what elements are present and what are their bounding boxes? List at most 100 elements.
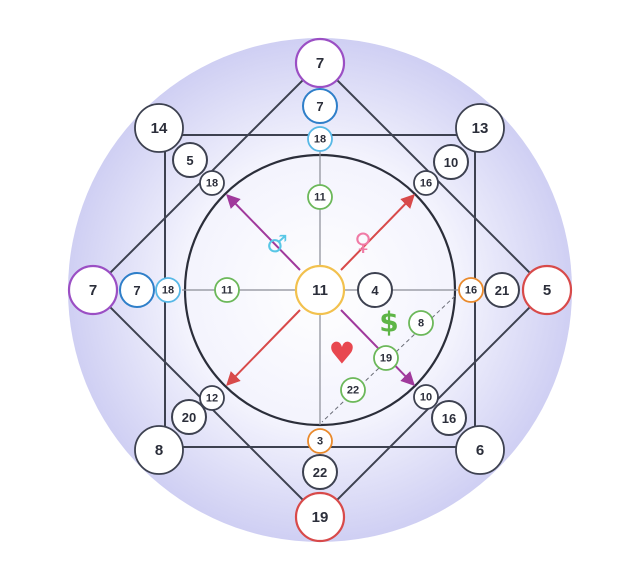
node-bottom: 19 [294,491,346,543]
dollar-symbol: $ [379,306,398,339]
node-ring [134,103,184,153]
node-value: 16 [465,285,477,297]
node-ring [67,264,119,316]
node-corner-tr: 13 [455,103,505,153]
node-value: 7 [316,99,323,114]
node-ring [340,377,366,403]
node-ring [307,428,333,454]
node-right-mid: 4 [357,272,393,308]
node-value: 20 [182,410,196,425]
node-top-small: 18 [307,126,333,152]
node-value: 7 [89,282,97,299]
node-value: 8 [418,318,424,330]
node-ring [172,142,208,178]
node-corner-br-small: 10 [413,384,439,410]
female-symbol: ♀ [354,228,372,256]
node-value: 11 [314,192,326,204]
node-value: 22 [347,385,359,397]
node-ring [294,37,346,89]
heart-symbol: ♥ [329,337,356,372]
node-ring [214,277,240,303]
node-ring [307,184,333,210]
node-bottom-inner: 22 [302,454,338,490]
node-left-small: 18 [155,277,181,303]
node-value: 14 [151,120,168,137]
node-corner-br-inner: 16 [431,400,467,436]
node-corner-tr-small: 16 [413,170,439,196]
node-ring [455,425,505,475]
node-ring [294,264,346,316]
node-ring [431,400,467,436]
node-left-inner: 7 [119,272,155,308]
node-corner-br: 6 [455,425,505,475]
node-ring [484,272,520,308]
node-value: 13 [472,120,489,137]
lower-left-arrow [226,309,301,387]
node-ring [357,272,393,308]
female-arrow [340,193,415,271]
node-value: 11 [221,285,233,297]
node-value: 4 [371,283,379,298]
node-corner-tr-inner: 10 [433,144,469,180]
node-value: 18 [206,178,218,190]
node-ring [521,264,573,316]
node-value: 3 [317,436,323,448]
node-right-inner: 21 [484,272,520,308]
node-corner-bl-small: 12 [199,385,225,411]
node-value: 7 [316,55,324,72]
node-ring [302,454,338,490]
node-corner-bl-inner: 20 [171,399,207,435]
node-top-mid: 11 [307,184,333,210]
node-ring [373,345,399,371]
male-symbol: ♂ [266,230,288,258]
node-ring [119,272,155,308]
node-value: 18 [314,134,326,146]
node-ring [408,310,434,336]
node-value: 7 [133,283,140,298]
node-ring [171,399,207,435]
node-value: 5 [186,153,193,168]
node-corner-tl-small: 18 [199,170,225,196]
node-ring [294,491,346,543]
node-money-a: 8 [408,310,434,336]
node-corner-tl: 14 [134,103,184,153]
node-ring [134,425,184,475]
node-corner-bl: 8 [134,425,184,475]
node-left-mid: 11 [214,277,240,303]
node-value: 10 [420,392,432,404]
node-ring [413,170,439,196]
node-value: 11 [312,282,328,299]
node-right-small: 16 [458,277,484,303]
node-value: 6 [476,442,484,459]
node-value: 19 [380,353,392,365]
node-ring [458,277,484,303]
node-value: 19 [312,509,329,526]
node-value: 5 [543,282,551,299]
node-center: 11 [294,264,346,316]
node-ring [433,144,469,180]
node-value: 16 [442,411,456,426]
node-ring [455,103,505,153]
node-bottom-small: 3 [307,428,333,454]
node-ring [307,126,333,152]
node-left: 7 [67,264,119,316]
node-right: 5 [521,264,573,316]
node-top: 7 [294,37,346,89]
lower-right-arrow [340,309,415,387]
node-value: 8 [155,442,163,459]
node-ring [155,277,181,303]
node-money-c: 22 [340,377,366,403]
node-ring [302,88,338,124]
node-value: 10 [444,155,458,170]
male-arrow [226,193,301,271]
node-top-inner: 7 [302,88,338,124]
nodes-layer: 7 7 18 11 7 7 18 11 5 21 16 4 19 22 3 11 14 5 18 13 10 16 8 20 1… [67,37,573,543]
node-value: 18 [162,285,174,297]
node-value: 22 [313,465,327,480]
node-corner-tl-inner: 5 [172,142,208,178]
node-money-b: 19 [373,345,399,371]
node-ring [199,170,225,196]
node-value: 12 [206,393,218,405]
node-value: 21 [495,283,509,298]
